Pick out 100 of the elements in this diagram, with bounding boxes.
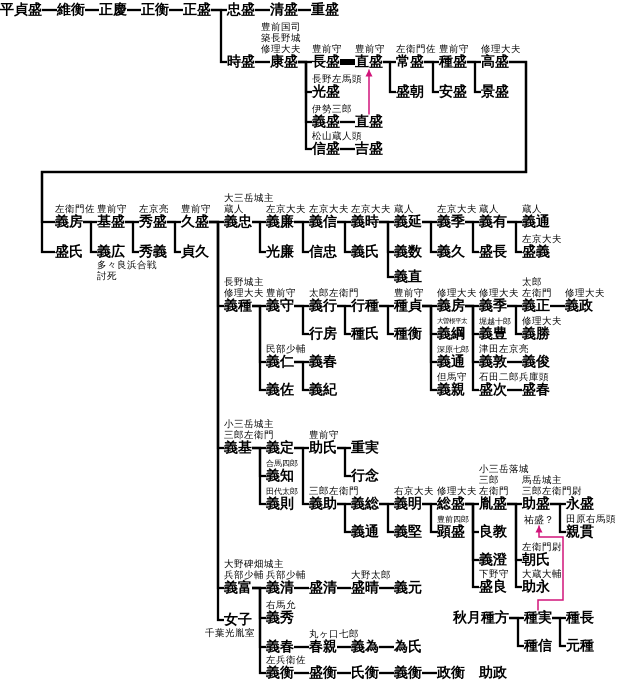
- person-name: 義信: [309, 214, 337, 230]
- person-name: 義助: [309, 496, 337, 512]
- thick-line: [340, 59, 355, 65]
- rank-title: 三郎左衛門: [309, 486, 359, 496]
- person-name: 直盛: [355, 54, 383, 70]
- lineage-line: [255, 60, 270, 64]
- rank-title: 修理大夫: [565, 288, 605, 298]
- rank-title: 下野守: [479, 568, 509, 580]
- person-name: 義衡: [394, 666, 422, 680]
- rank-title: 豊前国司: [261, 22, 301, 32]
- person-name: 義盛: [312, 114, 340, 130]
- lineage-line: [465, 304, 479, 392]
- person-name: 義基: [224, 440, 252, 456]
- lineage-line: [294, 220, 309, 254]
- person-name: 盛春: [522, 382, 550, 398]
- person-name: 義通: [351, 524, 379, 540]
- lineage-line: [509, 616, 524, 648]
- rank-title: 左京大夫: [309, 204, 349, 214]
- person-name: 盛清: [309, 580, 337, 596]
- rank-title: 右京大夫: [394, 486, 434, 496]
- person-name: 義時: [351, 214, 379, 230]
- person-name: 義春: [266, 640, 294, 654]
- lineage-line: [294, 672, 309, 674]
- lineage-line: [167, 220, 181, 254]
- rank-title: 豊前守: [439, 44, 469, 54]
- rank-title: 蔵人: [479, 204, 499, 214]
- rank-title: 修理大夫: [522, 316, 562, 326]
- rank-title: 左衛門: [479, 486, 509, 496]
- lineage-line: [379, 646, 394, 648]
- rank-title: 修理大夫: [437, 486, 477, 496]
- lineage-line: [337, 672, 351, 674]
- rank-title: 豊前守: [97, 204, 127, 214]
- rank-title: 小三岳城主: [224, 418, 274, 430]
- lineage-line: [298, 8, 311, 12]
- rank-title: 修理大夫: [224, 288, 264, 298]
- person-name: 助氏: [309, 440, 337, 456]
- person-name: 義定: [266, 440, 294, 456]
- rank-title: 堀越十郎: [479, 316, 511, 326]
- person-name: 義行: [309, 298, 337, 314]
- rank-title: 築長野城: [261, 32, 301, 44]
- person-name: 義堅: [394, 524, 422, 540]
- rank-title: 太郎左衛門: [309, 288, 359, 298]
- lineage-line: [422, 220, 437, 254]
- person-name: 総盛: [437, 496, 465, 512]
- lineage-line: [252, 586, 266, 674]
- rank-title: 大野太郎: [351, 570, 391, 580]
- person-name: 種長: [566, 610, 594, 626]
- lineage-line: [379, 672, 394, 674]
- person-name: 義延: [394, 214, 422, 230]
- lineage-line: [552, 616, 566, 648]
- person-name: 義衡: [266, 666, 294, 680]
- lineage-line: [337, 446, 351, 478]
- person-name: 信盛: [312, 142, 340, 156]
- person-name: 為氏: [394, 640, 422, 654]
- rank-title: 左京大夫: [522, 234, 562, 244]
- lineage-line: [294, 360, 309, 392]
- person-name: 義則: [266, 496, 294, 512]
- person-name: 行種: [351, 298, 379, 314]
- lineage-line: [337, 646, 351, 648]
- lineage-line: [507, 304, 522, 336]
- person-name: 忠盛: [227, 2, 255, 18]
- person-name: 義総: [351, 496, 379, 512]
- rank-title: 豊前守: [394, 288, 424, 298]
- person-name: 義親: [437, 382, 465, 398]
- person-name: 秀義: [139, 244, 167, 260]
- person-name: 政衡: [437, 666, 465, 680]
- lineage-line: [85, 8, 99, 12]
- rank-title: 石田二郎兵庫頭: [479, 372, 549, 382]
- person-name: 重実: [351, 440, 379, 456]
- person-name: 義忠: [224, 214, 252, 230]
- lineage-line: [424, 60, 439, 94]
- person-name: 義敦: [479, 354, 507, 370]
- rank-title: 民部少輔: [266, 344, 306, 354]
- person-name: 義紀: [309, 382, 337, 398]
- lineage-line: [340, 120, 355, 124]
- lineage-line: [40, 60, 528, 254]
- rank-title: 兵部少輔: [266, 570, 306, 580]
- person-name: 貞久: [181, 244, 209, 260]
- person-name: 種貞: [394, 298, 422, 314]
- rank-title: 馬岳城主: [522, 474, 562, 486]
- person-name: 景盛: [481, 84, 509, 100]
- person-name: 光廉: [266, 244, 294, 260]
- rank-title: 津田左京亮: [479, 344, 529, 354]
- rank-title: 豊前守: [266, 288, 296, 298]
- lineage-line: [298, 60, 312, 150]
- person-name: 秋月種方: [453, 610, 509, 626]
- rank-title: 長野城主: [224, 276, 264, 288]
- rank-title: 左衛門尉: [522, 542, 562, 552]
- person-name: 信忠: [309, 244, 337, 260]
- person-name: 義房: [55, 214, 83, 230]
- rank-title: 松山蔵人頭: [312, 130, 362, 142]
- lineage-line: [507, 220, 522, 254]
- person-name: 助盛: [522, 496, 550, 512]
- person-name: 時盛: [227, 54, 255, 70]
- lineage-line: [294, 586, 309, 590]
- rank-title: 合馬四郎: [266, 458, 298, 468]
- rank-title: 修理大夫: [481, 44, 521, 54]
- lineage-line: [211, 8, 227, 64]
- rank-title: 蔵人: [522, 204, 542, 214]
- lineage-line: [252, 446, 266, 506]
